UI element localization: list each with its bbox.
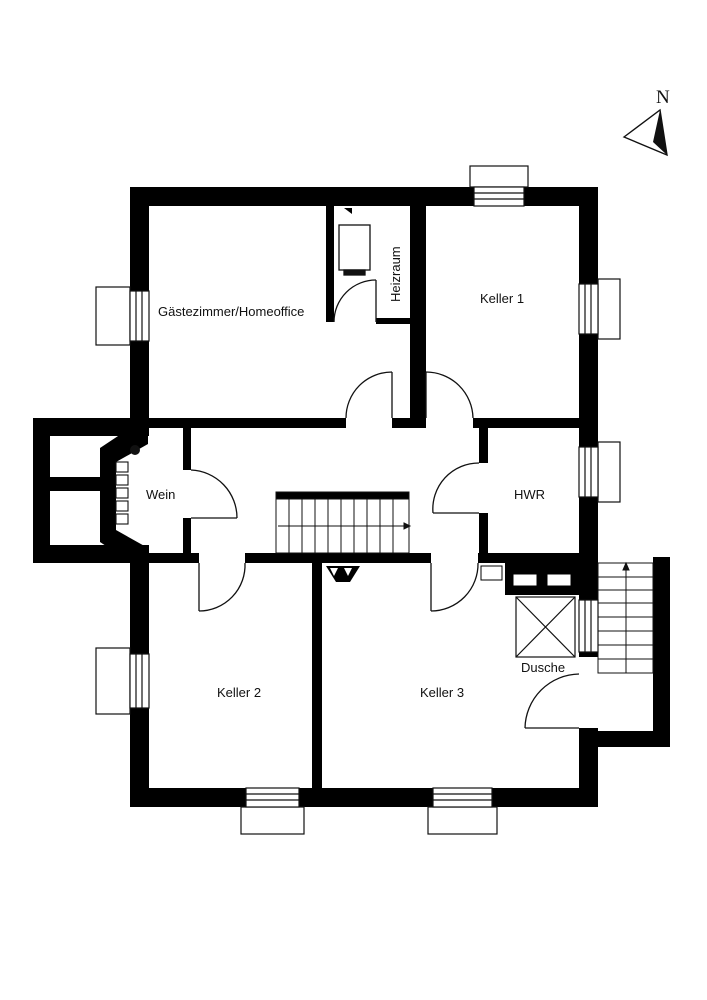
window-right-hwr xyxy=(578,441,621,503)
door-exterior xyxy=(524,673,580,729)
door-wine xyxy=(190,469,238,519)
room-label-cellar1: Keller 1 xyxy=(480,291,524,306)
interior-stairs xyxy=(275,491,412,554)
door-hwr xyxy=(432,462,480,514)
windows xyxy=(95,165,621,835)
room-label-shower: Dusche xyxy=(521,660,565,675)
boiler-icon xyxy=(338,224,371,276)
window-bottom-keller2 xyxy=(240,787,305,835)
room-label-guest-office: Gästezimmer/Homeoffice xyxy=(158,304,304,319)
floor-drain-icon xyxy=(130,445,140,455)
door-guest xyxy=(345,371,393,419)
window-left-keller2 xyxy=(95,647,150,715)
north-label: N xyxy=(656,87,670,108)
exterior-stairs xyxy=(597,561,654,674)
room-label-cellar2: Keller 2 xyxy=(217,685,261,700)
room-label-utility: HWR xyxy=(514,487,545,502)
annex-walls xyxy=(33,418,149,563)
shower-tray-icon xyxy=(515,596,576,658)
door-heizraum xyxy=(333,279,377,323)
room-label-wine: Wein xyxy=(146,487,175,502)
window-right-keller1 xyxy=(578,278,621,340)
door-keller3 xyxy=(430,562,479,612)
room-label-boiler: Heizraum xyxy=(388,246,403,302)
wall-fixtures xyxy=(195,433,571,586)
window-top-keller1 xyxy=(469,165,529,207)
heizraum-vent-icon xyxy=(344,208,352,214)
wine-rack-icon xyxy=(115,461,129,525)
doors xyxy=(190,279,580,729)
door-keller2 xyxy=(198,562,246,612)
vent-a-icon xyxy=(330,568,338,576)
window-shower xyxy=(578,599,599,653)
window-left-guest xyxy=(95,286,150,346)
door-keller1 xyxy=(425,371,474,419)
vent-b-icon xyxy=(344,568,352,576)
window-bottom-keller3 xyxy=(427,787,498,835)
north-arrow-icon xyxy=(622,108,668,157)
room-label-cellar3: Keller 3 xyxy=(420,685,464,700)
